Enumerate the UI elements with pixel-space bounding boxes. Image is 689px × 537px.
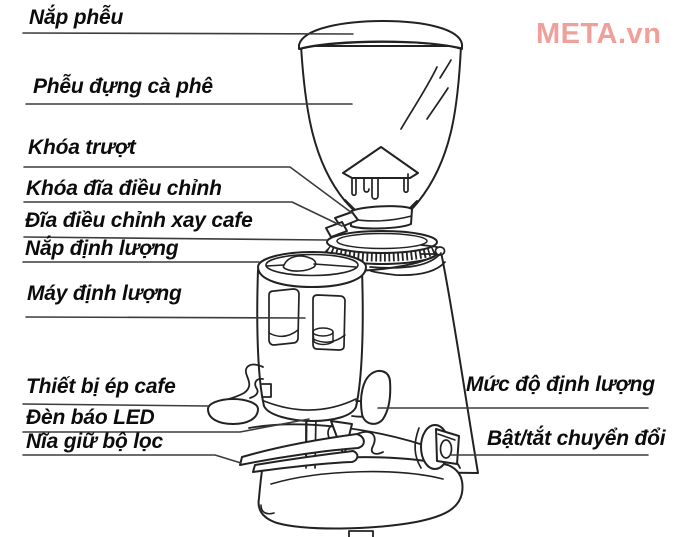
label-power-toggle: Bật/tắt chuyển đổi [487,427,666,450]
label-doser-lid: Nắp định lượng [25,237,179,260]
leader-doser-unit [25,316,306,319]
leader-lines [22,32,649,464]
leader-grind-adjustment-disc [23,236,328,241]
label-hopper-lid: Nắp phễu [29,6,124,29]
label-led-indicator: Đèn báo LED [26,406,155,429]
leader-slide-lock [23,166,353,214]
leader-hopper-lid [22,32,354,35]
doser-unit [256,269,364,422]
bean-hopper [300,45,462,216]
leader-portafilter-fork [22,454,242,464]
label-grind-adjustment-disc: Đĩa điều chỉnh xay cafe [25,209,253,232]
leader-led-indicator [22,418,310,433]
grinder-neck [349,205,413,230]
leader-adjustment-disc-lock [23,201,343,227]
label-dose-level: Mức độ định lượng [466,373,655,396]
label-bean-hopper: Phễu đựng cà phê [33,75,213,98]
dose-level-lever [351,369,392,425]
label-coffee-press: Thiết bị ép cafe [26,375,176,398]
label-adjustment-disc-lock: Khóa đĩa điều chỉnh [26,177,222,200]
doser-lid [257,251,367,288]
label-portafilter-fork: Nĩa giữ bộ lọc [26,430,164,453]
top-platform [369,252,446,276]
hopper-reflection [400,59,452,130]
coffee-press [207,363,272,425]
label-doser-unit: Máy định lượng [27,282,182,305]
grind-adjustment-disc [324,230,440,265]
hopper-lid [298,20,463,50]
label-slide-lock: Khóa trượt [28,136,136,159]
base [248,423,464,537]
leader-coffee-press [22,403,209,407]
hopper-inner-cone [342,146,419,211]
dose-cup [312,327,334,346]
portafilter-fork [239,431,384,473]
brand-watermark: META.vn [536,18,662,50]
